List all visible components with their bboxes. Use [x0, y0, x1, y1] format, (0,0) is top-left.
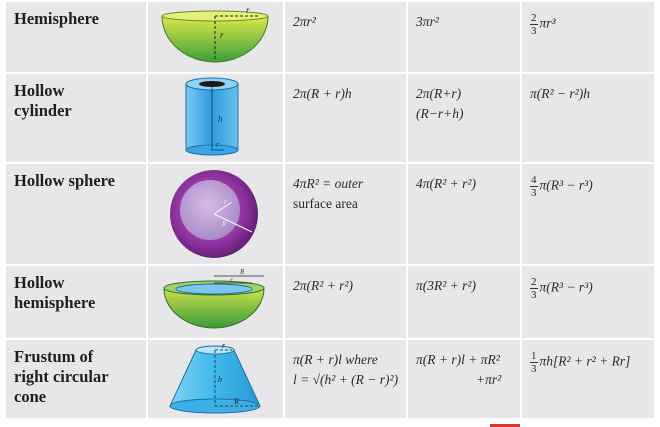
figure-cell: r r [148, 2, 283, 72]
solid-name-line: Hollow [14, 273, 65, 292]
hollow-cylinder-figure: h r [185, 77, 239, 156]
table-row: Hollow cylinder h r [6, 74, 654, 162]
figure-cell: h r [148, 74, 283, 162]
radius-label: R [221, 220, 227, 228]
inner-sphere [180, 180, 240, 240]
curved-surface-cell: 2πr² [285, 2, 406, 72]
formula-line: l = √(h² + (R − r)²) [293, 372, 399, 387]
solid-name-line: Hollow [14, 81, 65, 100]
solid-name-cell: Frustum of right circular cone [6, 340, 146, 418]
total-surface-cell: 4π(R² + r²) [408, 164, 520, 264]
formula-line: 2π(R+r) [416, 86, 462, 101]
solid-name-line: right circular [14, 367, 109, 386]
solid-name-line: Frustum of [14, 347, 94, 366]
solid-name-cell: Hollow sphere [6, 164, 146, 264]
table-row: Hollow sphere [6, 164, 654, 264]
height-label: h [218, 375, 222, 384]
formula-line: π(R² − r²)h [530, 86, 590, 101]
formula-line: π(R + r)l where [293, 352, 378, 367]
formula-line: 2π(R + r)h [293, 86, 352, 101]
total-surface-cell: π(R + r)l + πR² +πr² [408, 340, 520, 418]
outer-radius-line [213, 213, 253, 233]
table-row: Hemisphere r r 2πr² 3πr² [6, 2, 654, 72]
formula-line: 2π(R² + r²) [293, 278, 353, 293]
formula-line: 4πR² = outer [293, 176, 364, 191]
radius-label: R [233, 397, 239, 406]
solid-name-line: cylinder [14, 101, 72, 120]
solid-name-cell: Hemisphere [6, 2, 146, 72]
curved-surface-cell: 2π(R² + r²) [285, 266, 406, 338]
total-surface-cell: 3πr² [408, 2, 520, 72]
solid-name-cell: Hollow hemisphere [6, 266, 146, 338]
hollow-hemisphere-figure: R r [163, 268, 265, 329]
formula-line: surface area [293, 196, 358, 211]
table-row: Frustum of right circular cone [6, 340, 654, 418]
curved-surface-cell: π(R + r)l where l = √(h² + (R − r)²) [285, 340, 406, 418]
figure-cell: r h R [148, 340, 283, 418]
inner-radius-line [213, 201, 233, 215]
hemisphere-figure: r r [161, 5, 269, 63]
radius-label: r [222, 341, 226, 350]
page-edge-marker [490, 424, 520, 427]
formula-line: (R−r+h) [416, 106, 464, 121]
radius-label: r [216, 140, 220, 149]
formula-line: π(R + r)l + πR² [416, 352, 500, 367]
hollow-sphere-figure: r R [170, 170, 258, 258]
curved-surface-cell: 4πR² = outer surface area [285, 164, 406, 264]
solid-name-line: cone [14, 387, 47, 406]
formula-line: π(3R² + r²) [416, 278, 476, 293]
radius-label: r [246, 5, 250, 15]
inner-rim [175, 283, 253, 295]
formula-line: +πr² [476, 372, 502, 387]
solid-name-cell: Hollow cylinder [6, 74, 146, 162]
outer-bowl [163, 287, 265, 329]
formula-line: 2πr² [293, 14, 316, 29]
formula-line: 3πr² [416, 14, 439, 29]
figure-cell: r R [148, 164, 283, 264]
height-label: h [218, 114, 223, 124]
solid-name-line: Hemisphere [14, 9, 99, 28]
solid-name-line: hemisphere [14, 293, 96, 312]
volume-cell: π(R² − r²)h [522, 74, 654, 162]
curved-surface-cell: 2π(R + r)h [285, 74, 406, 162]
table-row: Hollow hemisphere R r 2π(R² [6, 266, 654, 338]
total-surface-cell: 2π(R+r) (R−r+h) [408, 74, 520, 162]
frustum-figure: r h R [169, 341, 261, 414]
total-surface-cell: π(3R² + r²) [408, 266, 520, 338]
radius-label: r [224, 198, 227, 206]
solids-formula-table: Hemisphere r r 2πr² 3πr² [4, 0, 656, 420]
formula-table-sheet: Hemisphere r r 2πr² 3πr² [4, 0, 654, 424]
radius-label: r [220, 30, 224, 40]
cylinder-hole [199, 81, 225, 87]
figure-cell: R r [148, 266, 283, 338]
radius-label: r [230, 276, 233, 284]
radius-label: R [239, 268, 245, 276]
formula-line: 4π(R² + r²) [416, 176, 476, 191]
solid-name-line: Hollow sphere [14, 171, 115, 190]
